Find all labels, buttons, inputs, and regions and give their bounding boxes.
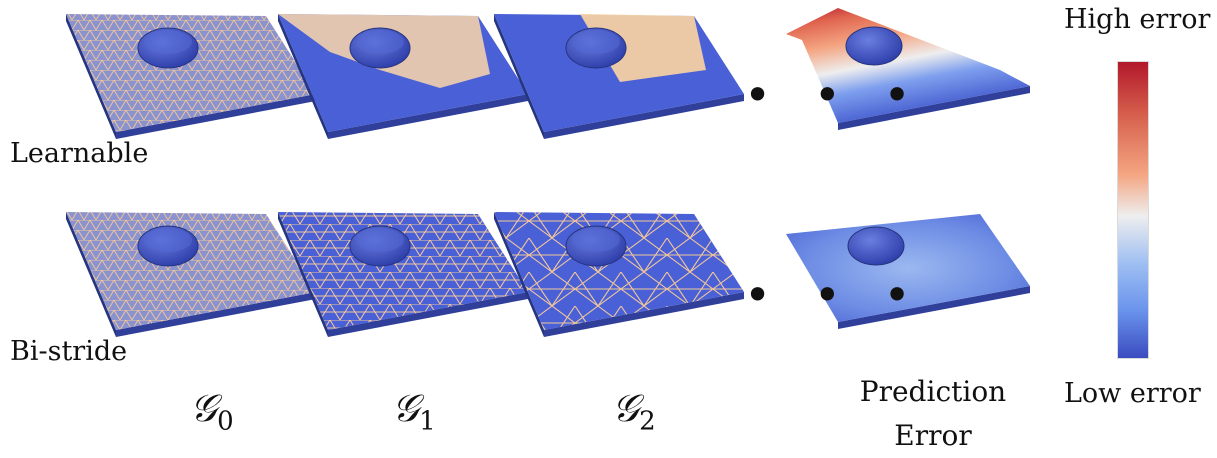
plate-bistride-g0-sphere-highlight <box>144 228 192 252</box>
plate-bistride-pred-side <box>838 286 1030 329</box>
plate-learnable-g1-side <box>328 94 528 139</box>
plate-bistride-g1-side <box>328 292 528 337</box>
column-symbol: 𝒢 <box>612 386 640 430</box>
prediction-error-label: Prediction Error <box>838 370 1028 458</box>
plate-bistride-pred-sphere <box>847 226 905 266</box>
plate-bistride-g0-side <box>116 292 316 337</box>
plate-learnable-g1-sphere-highlight <box>356 30 404 54</box>
plate-learnable-g0-sphere-highlight <box>144 30 192 54</box>
plate-bistride-g2-sphere-highlight <box>572 228 620 252</box>
plate-learnable-g2-side <box>544 94 744 139</box>
column-symbol: 𝒢 <box>190 386 218 430</box>
plate-bistride-g2-side <box>544 292 744 337</box>
plate-bistride-g0-edge <box>66 212 116 337</box>
column-subscript: 1 <box>419 406 436 437</box>
error-colorbar <box>1118 62 1148 358</box>
ellipsis-bottom: • • • <box>744 268 925 322</box>
plate-bistride-g1-sphere-highlight <box>356 228 404 252</box>
column-subscript: 2 <box>639 406 656 437</box>
plate-bistride-g1-mesh <box>278 212 528 330</box>
plate-bistride-g2-edge <box>494 212 544 337</box>
prediction-label-line2: Error <box>894 419 972 452</box>
plate-bistride-g1-edge <box>278 212 328 337</box>
row-label-bi-stride: Bi-stride <box>10 336 128 367</box>
column-label-g0: 𝒢0 <box>190 386 234 437</box>
plate-learnable-g2-edge <box>494 14 544 139</box>
plate-learnable-pred-sphere <box>845 26 903 66</box>
plate-bistride-g2-mesh <box>494 212 744 330</box>
plate-learnable-pred <box>786 8 1030 123</box>
plate-learnable-g2-sphere-highlight <box>572 30 620 54</box>
plate-learnable-g1-edge <box>278 14 328 139</box>
prediction-label-line1: Prediction <box>859 375 1007 408</box>
ellipsis-top: • • • <box>744 68 925 122</box>
plate-learnable-g0-edge <box>66 14 116 139</box>
plate-learnable-pred-side <box>838 86 1030 130</box>
column-symbol: 𝒢 <box>392 386 420 430</box>
plate-bistride-pred <box>786 214 1030 322</box>
column-subscript: 0 <box>217 406 234 437</box>
plate-learnable-g0 <box>66 14 316 132</box>
legend-high-label: High error <box>1064 4 1211 35</box>
row-label-learnable: Learnable <box>10 138 149 169</box>
column-label-g2: 𝒢2 <box>612 386 656 437</box>
legend-low-label: Low error <box>1064 378 1201 409</box>
column-label-g1: 𝒢1 <box>392 386 436 437</box>
plate-bistride-g0 <box>66 212 316 330</box>
plate-learnable-g0-side <box>116 94 316 139</box>
